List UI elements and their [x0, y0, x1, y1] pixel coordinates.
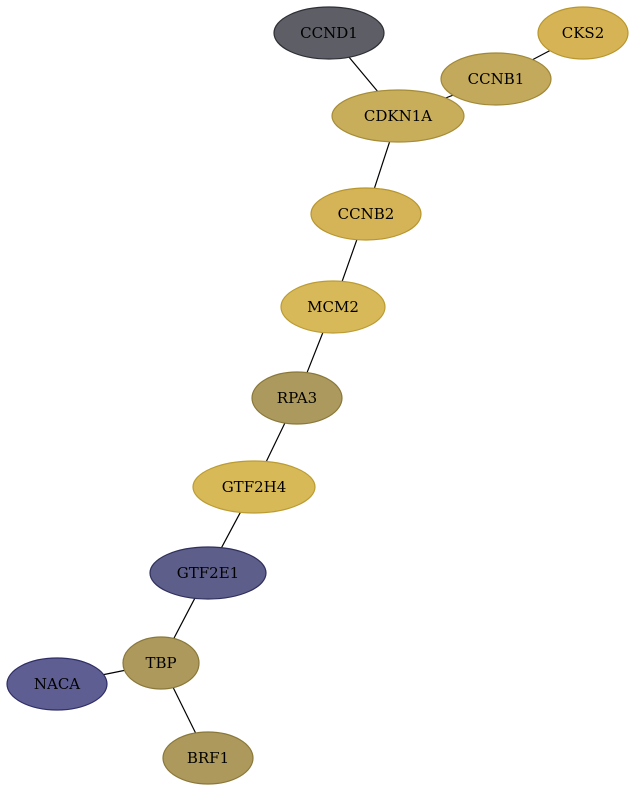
node-label-ccnd1: CCND1 [300, 24, 358, 42]
edge-rpa3-gtf2h4 [265, 422, 286, 462]
node-shape-gtf2e1 [149, 546, 267, 600]
edge-ccnd1-cdkn1a [348, 56, 378, 92]
edge-cks2-ccnb1 [532, 50, 551, 61]
edge-ccnb2-mcm2 [341, 239, 358, 282]
node-shape-rpa3 [251, 371, 343, 425]
edges-layer [103, 50, 551, 734]
node-shape-cdkn1a [331, 89, 465, 143]
node-label-gtf2h4: GTF2H4 [222, 478, 287, 496]
edge-mcm2-rpa3 [306, 332, 324, 373]
node-shape-ccnb2 [310, 187, 422, 241]
node-gtf2e1[interactable]: GTF2E1 [149, 546, 267, 600]
edge-tbp-brf1 [172, 687, 197, 734]
node-mcm2[interactable]: MCM2 [280, 280, 386, 334]
node-label-cdkn1a: CDKN1A [364, 107, 432, 125]
node-ccnd1[interactable]: CCND1 [273, 6, 385, 60]
edge-ccnb1-cdkn1a [445, 94, 454, 99]
node-shape-ccnd1 [273, 6, 385, 60]
node-ccnb1[interactable]: CCNB1 [440, 52, 552, 106]
node-naca[interactable]: NACA [6, 657, 108, 711]
node-tbp[interactable]: TBP [122, 636, 200, 690]
edge-gtf2h4-gtf2e1 [220, 512, 241, 548]
node-rpa3[interactable]: RPA3 [251, 371, 343, 425]
node-cks2[interactable]: CKS2 [537, 6, 629, 60]
node-shape-naca [6, 657, 108, 711]
node-label-tbp: TBP [145, 654, 176, 672]
node-shape-mcm2 [280, 280, 386, 334]
edge-tbp-naca [103, 669, 125, 676]
node-label-brf1: BRF1 [187, 749, 229, 767]
node-shape-gtf2h4 [192, 460, 316, 514]
edge-cdkn1a-ccnb2 [373, 141, 391, 189]
node-ccnb2[interactable]: CCNB2 [310, 187, 422, 241]
node-label-naca: NACA [34, 675, 80, 693]
node-shape-ccnb1 [440, 52, 552, 106]
node-brf1[interactable]: BRF1 [162, 731, 254, 785]
node-label-cks2: CKS2 [562, 24, 605, 42]
node-shape-brf1 [162, 731, 254, 785]
edge-gtf2e1-tbp [173, 598, 196, 639]
node-cdkn1a[interactable]: CDKN1A [331, 89, 465, 143]
node-shape-tbp [122, 636, 200, 690]
node-gtf2h4[interactable]: GTF2H4 [192, 460, 316, 514]
node-label-ccnb2: CCNB2 [338, 205, 395, 223]
node-label-mcm2: MCM2 [307, 298, 359, 316]
node-shape-cks2 [537, 6, 629, 60]
node-label-gtf2e1: GTF2E1 [177, 564, 239, 582]
node-label-ccnb1: CCNB1 [468, 70, 525, 88]
node-label-rpa3: RPA3 [277, 389, 317, 407]
